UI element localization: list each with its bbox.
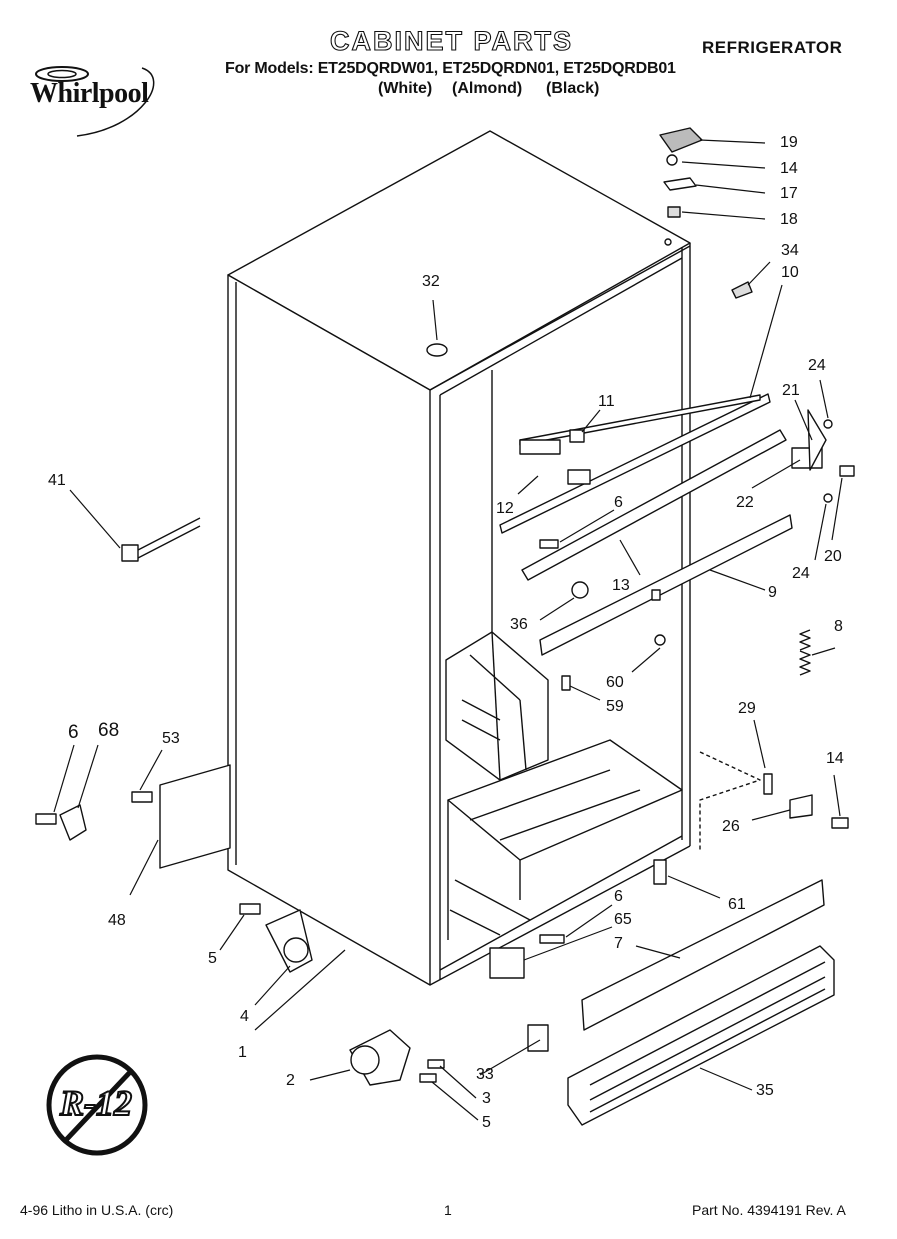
callout-label: 5 — [208, 950, 217, 967]
color-almond: (Almond) — [452, 80, 523, 97]
callout-label: 8 — [834, 618, 843, 635]
mid-hinge-assembly — [791, 409, 855, 503]
models-line: For Models: ET25DQRDW01, ET25DQRDN01, ET… — [225, 60, 676, 77]
callout-label: 59 — [606, 698, 624, 715]
callout-label: 26 — [722, 818, 740, 835]
grille — [567, 879, 835, 1126]
callout-label: 60 — [606, 674, 624, 691]
left-parts — [35, 517, 231, 869]
callout-label: 13 — [612, 577, 630, 594]
callout-label: 4 — [240, 1008, 249, 1025]
no-symbol-icon — [46, 1054, 148, 1156]
bottom-hinge-assembly — [239, 903, 445, 1086]
litho-note: 4-96 Litho in U.S.A. (crc) — [20, 1202, 174, 1218]
callout-label: 18 — [780, 211, 798, 228]
callout-label: 33 — [476, 1066, 494, 1083]
callout-label: 29 — [738, 700, 756, 717]
top-hinge-assembly — [659, 127, 753, 299]
whirlpool-swirl-icon — [35, 66, 155, 137]
callout-label: 6 — [614, 888, 623, 905]
callout-label: 24 — [792, 565, 810, 582]
callout-label: 1 — [238, 1044, 247, 1061]
callout-label: 11 — [598, 393, 615, 410]
callout-label: 2 — [286, 1072, 295, 1089]
callout-label: 61 — [728, 896, 746, 913]
callout-label: 41 — [48, 472, 66, 489]
callout-label: 35 — [756, 1082, 774, 1099]
callout-label: 17 — [780, 185, 798, 202]
callout-label: 14 — [780, 160, 798, 177]
callout-label: 5 — [482, 1114, 491, 1131]
leader-lines — [53, 139, 843, 1121]
callout-label: 36 — [510, 616, 528, 633]
callout-label: 34 — [781, 242, 799, 259]
badge-text: R-12 — [59, 1082, 133, 1124]
page-title: CABINET PARTS — [329, 25, 574, 56]
color-white: (White) — [378, 80, 433, 97]
callout-label: 48 — [108, 912, 126, 929]
appliance-type: REFRIGERATOR — [702, 38, 843, 57]
part-number: Part No. 4394191 Rev. A — [692, 1202, 846, 1218]
callout-label: 6 — [68, 722, 79, 743]
callout-label: 14 — [826, 750, 844, 767]
callout-label: 24 — [808, 357, 826, 374]
callout-label: 20 — [824, 548, 842, 565]
door-rails — [499, 393, 793, 691]
callout-label: 21 — [782, 382, 800, 399]
callout-label: 6 — [614, 494, 623, 511]
page-number: 1 — [444, 1202, 452, 1218]
cabinet-shell — [227, 130, 691, 986]
callout-label: 10 — [781, 264, 799, 281]
callout-label: 9 — [768, 584, 777, 601]
callout-label: 65 — [614, 911, 632, 928]
whirlpool-logo — [22, 58, 182, 138]
r12-badge: R-12 — [44, 1052, 150, 1158]
callout-label: 7 — [614, 935, 623, 952]
color-black: (Black) — [546, 80, 600, 97]
callout-label: 32 — [422, 273, 440, 290]
callout-label: 22 — [736, 494, 754, 511]
callout-label: 3 — [482, 1090, 491, 1107]
brand-name: Whirlpool — [30, 78, 149, 109]
callout-label: 53 — [162, 730, 180, 747]
callout-label: 68 — [98, 720, 120, 741]
callout-label: 19 — [780, 134, 798, 151]
callout-label: 12 — [496, 500, 514, 517]
